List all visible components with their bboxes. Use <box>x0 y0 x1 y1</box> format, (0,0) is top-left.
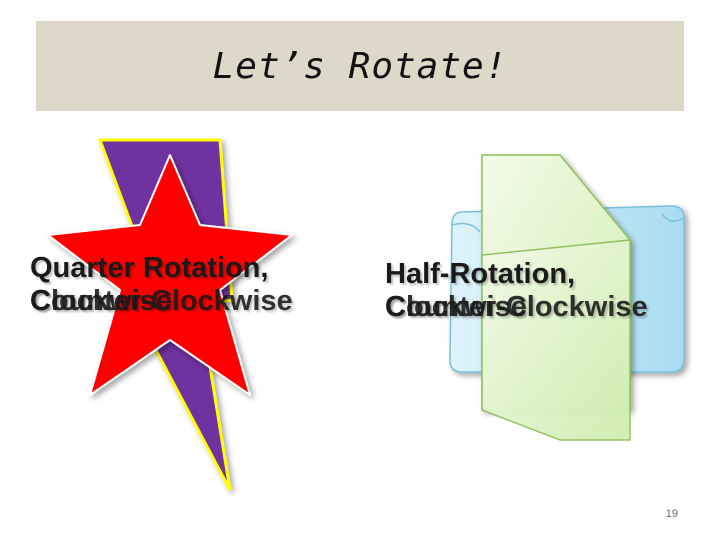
right-caption-counter-clockwise: Counter-Clockwise <box>385 291 648 324</box>
page-number: 19 <box>666 508 678 520</box>
left-caption-counter-clockwise: Counter-Clockwise <box>30 285 293 318</box>
left-caption: Quarter Rotation, Clockwise Counter-Cloc… <box>30 252 268 321</box>
right-caption: Half-Rotation, Clockwise Counter-Clockwi… <box>385 258 575 327</box>
left-caption-line1: Quarter Rotation, <box>30 252 268 285</box>
right-caption-line1: Half-Rotation, <box>385 258 575 291</box>
